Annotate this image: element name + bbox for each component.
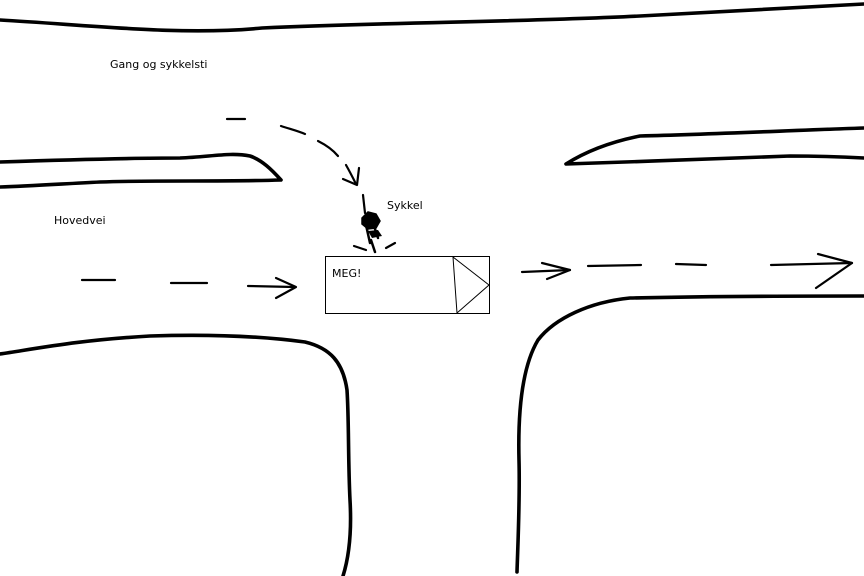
car-continuation-arrow bbox=[520, 252, 854, 290]
road-lower-right-edge bbox=[515, 294, 864, 574]
car-path-arrow bbox=[80, 276, 298, 300]
bike-path-arrow bbox=[225, 117, 367, 215]
path-road-separator-right bbox=[564, 126, 864, 166]
car-vehicle bbox=[325, 255, 490, 315]
car-body bbox=[325, 256, 490, 314]
path-top-edge bbox=[0, 2, 864, 33]
car-direction-triangle bbox=[452, 255, 490, 315]
bike-label: Sykkel bbox=[387, 199, 423, 212]
car-label: MEG! bbox=[332, 267, 362, 280]
road-label: Hovedvei bbox=[54, 214, 106, 227]
cyclist-icon bbox=[352, 211, 397, 254]
path-label: Gang og sykkelsti bbox=[110, 58, 208, 71]
road-lower-left-edge bbox=[0, 333, 353, 576]
path-road-separator-left bbox=[0, 152, 283, 189]
